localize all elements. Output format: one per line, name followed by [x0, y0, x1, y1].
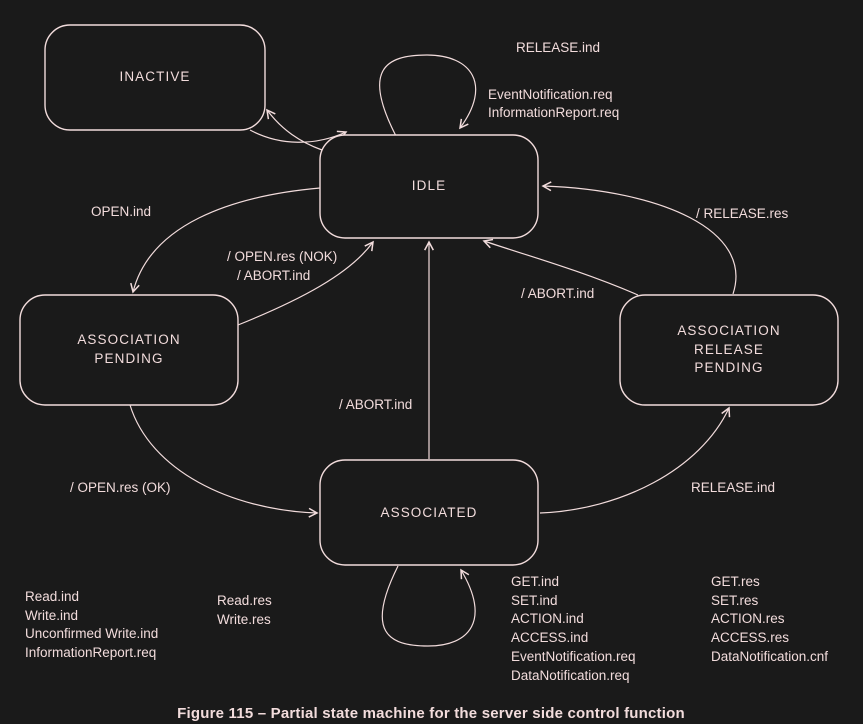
loop-label-event-notification-req: EventNotification.req — [511, 649, 636, 664]
edge-association-release-pending-to-idle-abort — [482, 238, 639, 296]
figure-caption: Figure 115 – Partial state machine for t… — [177, 705, 685, 722]
loop-label-action-res: ACTION.res — [711, 611, 785, 626]
label-open-res-ok: / OPEN.res (OK) — [70, 480, 171, 495]
label-abort-ind-associated: / ABORT.ind — [339, 397, 412, 412]
state-association-pending-label-line2: PENDING — [94, 351, 163, 366]
state-inactive-label: INACTIVE — [119, 69, 190, 84]
edge-idle-self-loop — [378, 54, 477, 137]
loop-label-get-res: GET.res — [711, 574, 760, 589]
loop-label-access-ind: ACCESS.ind — [511, 630, 588, 645]
loop-label-read-res: Read.res — [217, 593, 272, 608]
state-associated-label: ASSOCIATED — [380, 505, 477, 520]
edge-idle-to-association-pending — [130, 187, 321, 294]
state-inactive — [44, 24, 266, 131]
label-abort-ind-release: / ABORT.ind — [521, 286, 594, 301]
state-association-release-pending-label-line1: ASSOCIATION — [677, 323, 780, 338]
loop-label-read-ind: Read.ind — [25, 589, 79, 604]
loop-label-set-res: SET.res — [711, 593, 759, 608]
edge-associated-to-association-release-pending — [539, 406, 731, 514]
state-associated — [319, 459, 539, 566]
label-open-ind: OPEN.ind — [91, 204, 151, 219]
state-idle-label: IDLE — [412, 178, 446, 193]
label-open-res-nok: / OPEN.res (NOK) — [227, 249, 337, 264]
label-release-ind-right: RELEASE.ind — [691, 480, 775, 495]
label-release-ind-top: RELEASE.ind — [516, 40, 600, 55]
state-association-release-pending — [619, 294, 839, 406]
loop-label-information-report-req: InformationReport.req — [25, 645, 156, 660]
loop-label-unconfirmed-write-ind: Unconfirmed Write.ind — [25, 626, 158, 641]
label-information-report-req: InformationReport.req — [488, 105, 619, 120]
state-association-release-pending-label-line3: PENDING — [694, 360, 763, 375]
loop-label-access-res: ACCESS.res — [711, 630, 789, 645]
state-association-pending — [19, 294, 239, 406]
edge-association-release-pending-to-idle-release — [541, 181, 737, 295]
state-association-pending-label-line1: ASSOCIATION — [77, 332, 180, 347]
label-event-notification-req: EventNotification.req — [488, 87, 613, 102]
edge-association-pending-to-associated — [129, 404, 319, 518]
loop-label-get-ind: GET.ind — [511, 574, 559, 589]
loop-label-write-res: Write.res — [217, 612, 271, 627]
loop-label-data-notification-req: DataNotification.req — [511, 668, 630, 683]
edge-association-pending-to-idle — [237, 240, 374, 326]
state-association-release-pending-label-line2: RELEASE — [694, 342, 764, 357]
label-release-res: / RELEASE.res — [696, 206, 789, 221]
loop-label-data-notification-cnf: DataNotification.cnf — [711, 649, 828, 664]
loop-label-write-ind: Write.ind — [25, 608, 78, 623]
loop-label-set-ind: SET.ind — [511, 593, 558, 608]
edge-idle-to-inactive — [266, 108, 323, 151]
state-idle — [319, 134, 539, 239]
loop-label-action-ind: ACTION.ind — [511, 611, 584, 626]
edge-associated-self-loop — [381, 565, 476, 647]
label-abort-ind-pending: / ABORT.ind — [237, 268, 310, 283]
